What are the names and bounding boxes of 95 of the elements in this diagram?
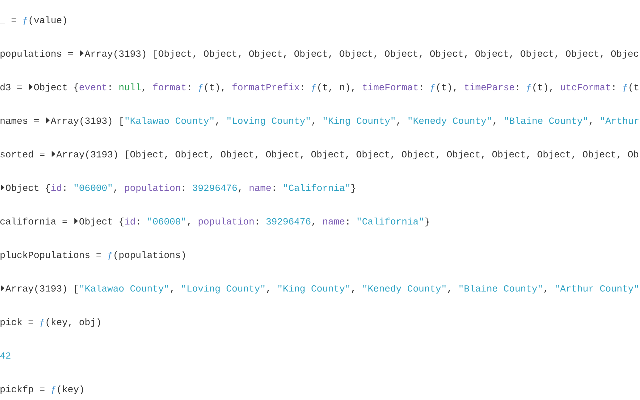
code-text: ,: [448, 290, 450, 294]
code-text: event: [80, 84, 107, 91]
code-text: :: [189, 86, 190, 90]
code-text: :: [183, 186, 184, 192]
code-text: :: [348, 220, 349, 225]
code-text: (populations): [114, 251, 186, 260]
code-text: Array(3193) [: [6, 284, 78, 294]
code-text: "Loving County": [228, 117, 310, 126]
code-text: pickfp =: [0, 386, 45, 394]
code-text: ,: [238, 190, 241, 193]
code-text: "Loving County": [182, 284, 265, 294]
code-text: 39296476: [193, 184, 238, 192]
code-text: "Arthur: [601, 117, 639, 124]
code-text: (t),: [437, 84, 456, 92]
code-text: ,: [312, 223, 314, 226]
code-text: (t: [630, 84, 639, 92]
code-text: population: [125, 184, 180, 194]
code-text: ,: [114, 190, 116, 193]
code-text: "Kalawao County": [126, 117, 214, 126]
code-text: california =: [0, 218, 68, 225]
code-text: ,: [267, 290, 270, 294]
code-text: "Arthur County": [556, 284, 638, 294]
code-text: populations =: [0, 50, 73, 59]
code-text: Array(3193) [Object, Object, Object, Object, Object, Object, Object, Object, Object, Object, Objec: [84, 50, 638, 59]
code-text: :: [110, 86, 111, 90]
code-text: 39296476: [266, 218, 311, 225]
code-text: ƒ: [52, 386, 56, 394]
code-text: "06000": [74, 184, 112, 192]
code-text: format: [153, 84, 186, 91]
code-text: d3 =: [0, 84, 22, 91]
code-text: ,: [171, 290, 173, 294]
code-text: :: [64, 186, 66, 192]
code-text: "King County": [278, 284, 350, 294]
code-text: (key, obj): [46, 318, 100, 328]
code-text: ,: [216, 122, 218, 126]
code-text: (key): [58, 386, 84, 394]
code-text: Array(3193) [: [50, 117, 124, 126]
code-text: "California": [358, 218, 424, 225]
code-text: ,: [312, 122, 314, 126]
code-text: "Kenedy County": [408, 117, 492, 126]
code-text: ,: [188, 223, 190, 226]
code-text: formatPrefix: [232, 84, 300, 91]
code-text: "Kenedy County": [364, 284, 446, 294]
code-text: sorted =: [0, 150, 45, 158]
code-text: "Blaine County": [460, 284, 542, 294]
code-text: :: [517, 86, 518, 90]
code-text: Array(3193) [Object, Object, Object, Object, Object, Object, Object, Object, Object, Object, Object, Ob: [56, 150, 639, 160]
code-text: id: [125, 218, 136, 225]
code-text: population: [198, 218, 254, 227]
code-text: :: [614, 86, 615, 90]
code-text: ƒ: [624, 84, 628, 92]
code-text: (t),: [205, 84, 224, 92]
code-text: pick =: [0, 318, 34, 328]
code-text: timeParse: [465, 84, 514, 91]
code-text: "California": [284, 184, 350, 192]
code-text: ƒ: [108, 252, 112, 260]
code-text: Object {: [6, 184, 50, 194]
code-text: names =: [0, 118, 40, 124]
code-text: pluckPopulations =: [0, 251, 102, 260]
code-text: 42: [0, 352, 11, 359]
code-text: ,: [352, 290, 354, 294]
code-text: }: [425, 218, 430, 227]
code-text: "06000": [148, 218, 186, 225]
code-text: timeFormat: [363, 84, 418, 91]
code-text: Object {: [80, 218, 124, 227]
code-text: (t),: [534, 84, 552, 92]
code-text: "Kalawao County": [80, 284, 168, 294]
code-text: :: [421, 86, 422, 90]
code-text: ,: [142, 89, 145, 92]
code-text: ƒ: [431, 84, 436, 92]
code-text: :: [138, 220, 140, 225]
code-text: :: [274, 186, 276, 192]
code-text: "Blaine County": [505, 117, 588, 126]
code-text: (t, n),: [318, 84, 354, 92]
code-text: id: [52, 184, 62, 192]
code-text: }: [352, 184, 356, 194]
code-text: ƒ: [40, 319, 45, 328]
code-text: ,: [397, 122, 400, 126]
code-text: (value): [30, 16, 66, 26]
code-text: name: [323, 220, 345, 225]
code-text: "King County": [324, 117, 395, 126]
code-text: ƒ: [199, 84, 204, 92]
code-text: Object {: [34, 84, 78, 92]
code-text: _ =: [0, 18, 16, 24]
code-text: utcFormat: [561, 84, 610, 91]
code-text: ,: [544, 290, 547, 294]
code-text: :: [256, 220, 258, 225]
code-text: ,: [590, 122, 592, 126]
code-text: :: [302, 86, 304, 90]
code-text: ƒ: [527, 84, 532, 92]
code-text: ,: [494, 122, 496, 126]
code-text: name: [250, 186, 272, 192]
code-text: ƒ: [312, 84, 316, 92]
code-text: ƒ: [24, 17, 28, 26]
code-text: null: [120, 84, 141, 91]
